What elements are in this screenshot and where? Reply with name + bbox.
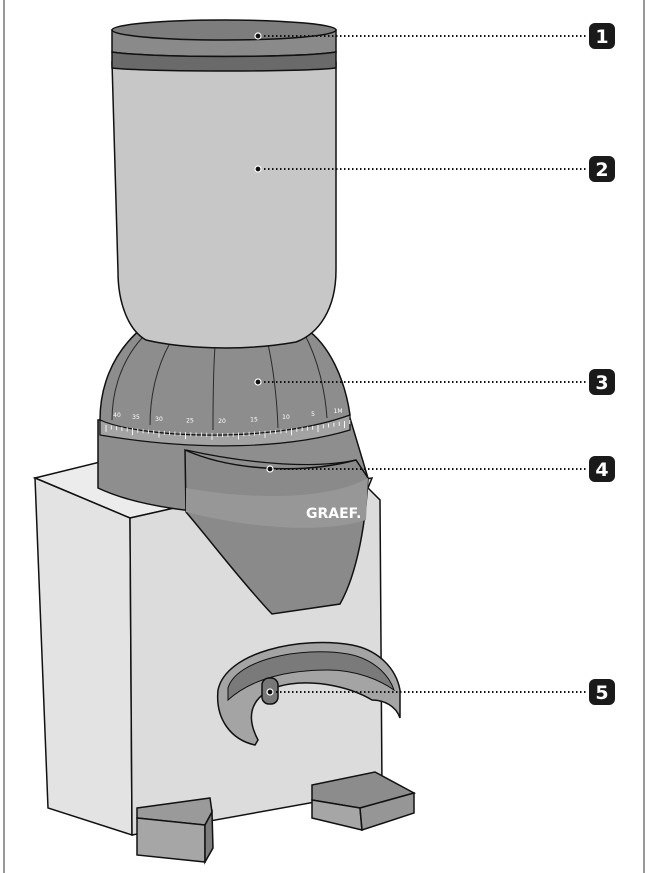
ring-grip-ridges [111, 334, 328, 431]
housing-chute [184, 448, 369, 615]
brand-logo: GRAEF. [306, 506, 362, 522]
callout-anchor-dot [254, 165, 262, 173]
bean-container-lid [111, 19, 337, 72]
callout-anchor-dot [254, 378, 262, 386]
scale-labels: 40 35 30 25 20 15 10 5 1M [113, 408, 342, 425]
base-left-face [34, 476, 133, 837]
callout-number: 1 [595, 26, 608, 48]
scale-label: 10 [282, 414, 290, 421]
callout-badge [589, 456, 615, 482]
scale-label: 15 [250, 417, 258, 424]
scale-label: 40 [113, 412, 121, 419]
rear-foot [311, 771, 416, 832]
callout-1: 1 [254, 23, 615, 49]
hopper-body [111, 61, 337, 349]
bean-container [111, 61, 337, 349]
callout-anchor-dot [266, 688, 274, 696]
lid-top [111, 19, 337, 41]
callout-badge [589, 23, 615, 49]
callout-number: 5 [595, 682, 608, 704]
scale-label: 35 [132, 414, 140, 421]
callout-badge [589, 369, 615, 395]
callout-5: 5 [266, 679, 615, 705]
callout-number: 4 [595, 459, 608, 481]
callout-number: 3 [595, 372, 608, 394]
callouts-layer: 1 2 3 4 5 [254, 23, 615, 705]
callout-number: 2 [595, 159, 608, 181]
callout-3: 3 [254, 369, 615, 395]
scale-label: 5 [311, 411, 315, 418]
scale-ticks [105, 420, 351, 440]
callout-anchor-dot [266, 465, 274, 473]
callout-4: 4 [266, 456, 615, 482]
callout-badge [589, 156, 615, 182]
callout-2: 2 [254, 156, 615, 182]
scale-label: 20 [218, 418, 226, 425]
front-foot [136, 797, 214, 865]
scale-label: 25 [186, 417, 194, 424]
scale-label: 30 [155, 416, 163, 423]
callout-badge [589, 679, 615, 705]
lid-band [111, 51, 337, 72]
callout-anchor-dot [254, 32, 262, 40]
scale-label: 1M [334, 408, 343, 415]
